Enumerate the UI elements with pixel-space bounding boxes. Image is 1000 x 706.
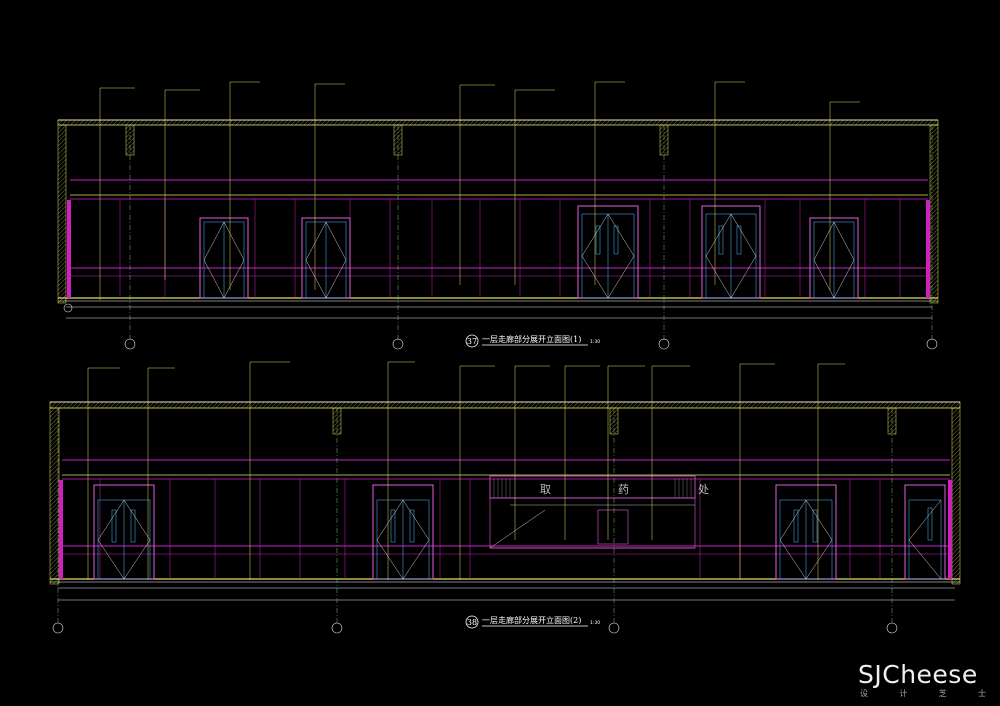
door-2c [775, 484, 837, 580]
elevation-2-title-block: 38 一层走廊部分展开立面图(2) 1:30 [465, 615, 600, 629]
ceiling-slab-1 [57, 119, 939, 126]
elevation-1-number-circle [465, 334, 479, 348]
end-wall-left-1 [57, 124, 67, 304]
end-wall-right-1 [929, 124, 939, 304]
elevation-1-title: 一层走廊部分展开立面图(1) [482, 334, 581, 344]
elevation-1-title-block: 37 一层走廊部分展开立面图(1) 1:30 [465, 334, 600, 348]
door-1e [809, 217, 859, 299]
elevation-1-scale: 1:30 [590, 339, 600, 345]
door-2b [372, 484, 434, 580]
elevation-2: 取 药 处 [49, 361, 961, 634]
watermark-sub-2: 计 [899, 689, 908, 698]
pharmacy-counter: 取 药 处 [489, 475, 709, 549]
elevation-2-title: 一层走廊部分展开立面图(2) [482, 615, 581, 625]
counter-sign-char-1: 取 [540, 483, 551, 496]
door-2a [93, 484, 155, 580]
elevation-1: 37 一层走廊部分展开立面图(1) 1:30 [57, 81, 939, 350]
watermark-sub-3: 芝 [938, 689, 947, 698]
door-1c [577, 205, 639, 299]
ceiling-slab-2 [49, 401, 961, 409]
door-1b [301, 217, 351, 299]
elevation-2-scale: 1:30 [590, 620, 600, 626]
watermark-sub-1: 设 [860, 689, 868, 698]
elevation-1-number: 37 [467, 337, 477, 346]
door-1a [199, 217, 249, 299]
elevation-2-number-circle [465, 615, 479, 629]
counter-sign-char-3: 处 [698, 483, 709, 496]
door-2d [904, 484, 946, 580]
watermark-subtitle: 设 计 芝 士 [860, 688, 986, 699]
watermark-sub-4: 士 [977, 689, 986, 698]
elevation-2-number: 38 [467, 618, 477, 627]
end-wall-left-2 [49, 407, 60, 585]
door-1d [701, 205, 761, 299]
end-wall-right-2 [951, 407, 961, 585]
counter-sign-char-2: 药 [618, 483, 629, 496]
watermark-brand: SJCheese [858, 660, 978, 689]
